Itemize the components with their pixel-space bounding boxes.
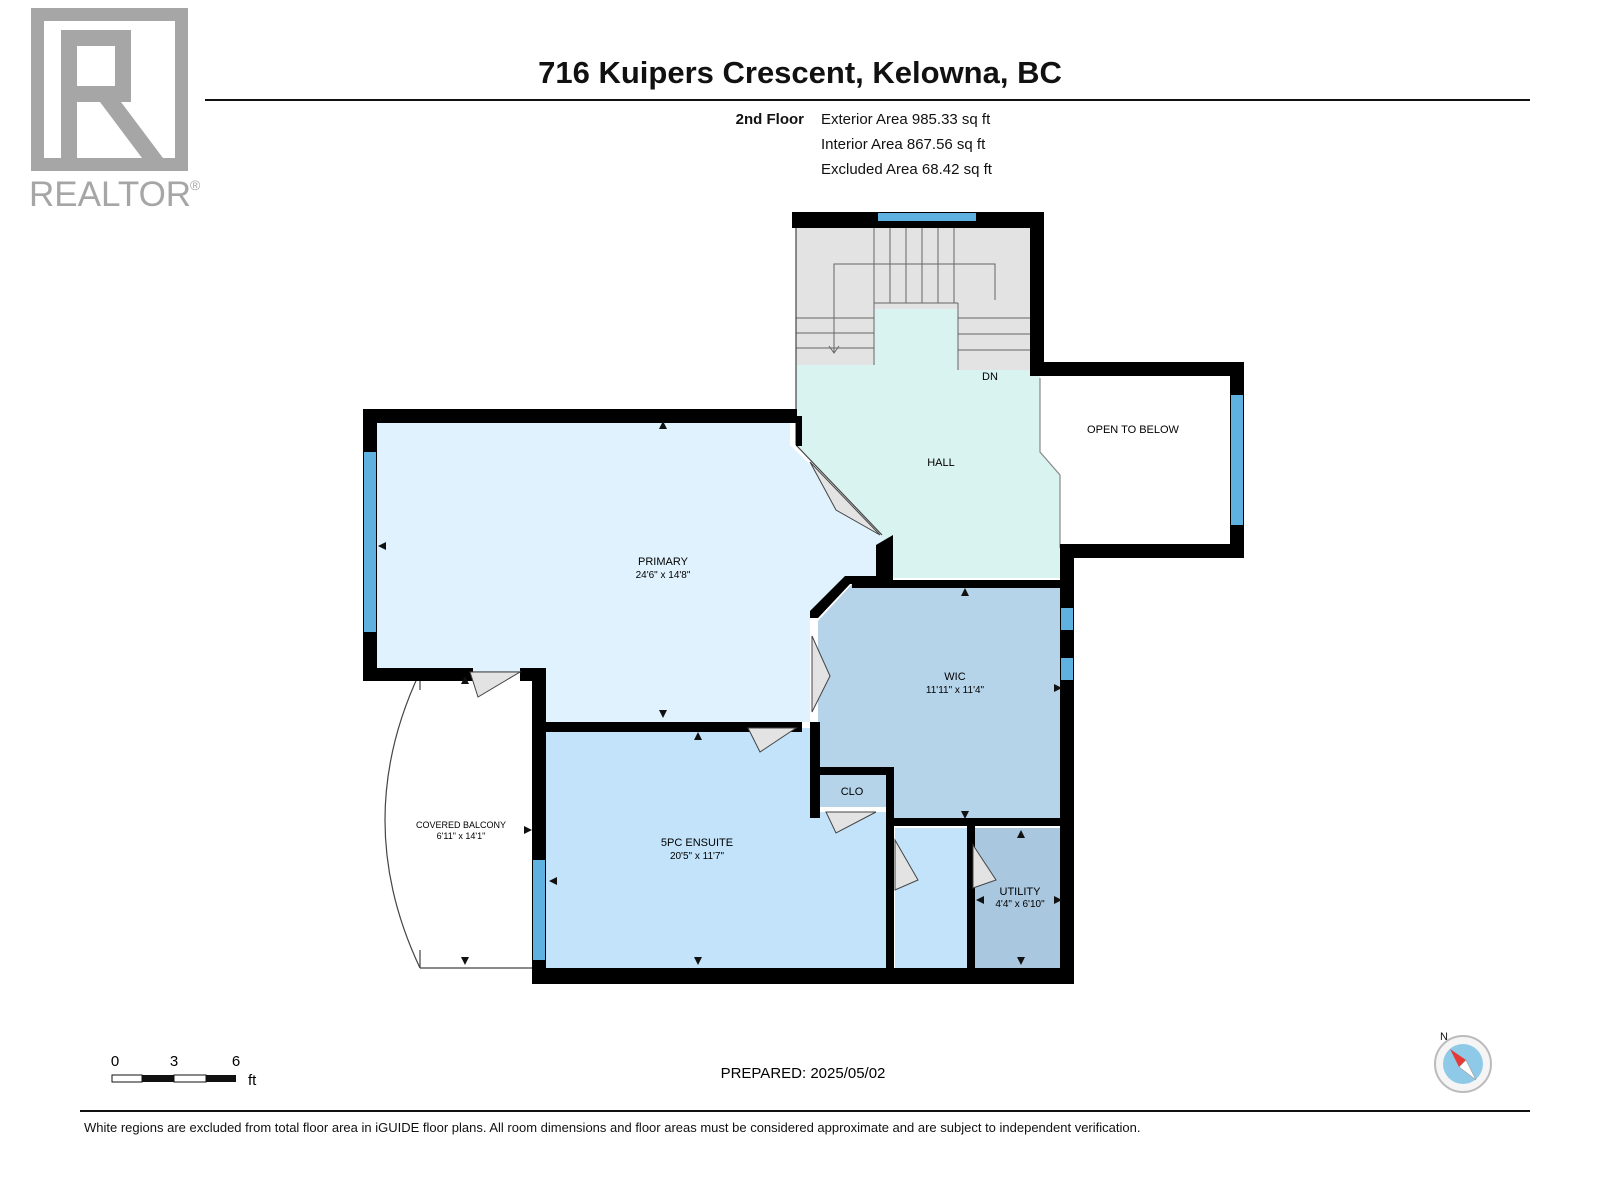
floor-plan: PRIMARY 24'6" x 14'8" HALL DN OPEN TO BE… [363,212,1244,984]
clo-room-name: CLO [841,786,864,798]
bath-passage [895,828,967,968]
primary-room [372,418,882,722]
wic-room-name: WIC [944,671,965,683]
doors [469,461,997,891]
interior-lines [795,228,883,536]
ensuite-door [747,727,798,753]
open-to-below-area [1039,378,1061,548]
wic-room-dims: 11'11" x 11'4" [926,685,985,696]
realtor-logo: REALTOR ® [29,8,201,214]
open-below-window [1231,395,1243,525]
realtor-registered-mark: ® [190,177,201,193]
balcony-door [469,671,522,698]
compass-icon: N [1434,1031,1492,1093]
primary-door [809,461,881,536]
primary-window [364,452,376,632]
wic-door [811,635,831,713]
passage-door [894,838,919,891]
clo-door [825,811,877,834]
staircase [796,228,1030,370]
wic-window-upper [1061,608,1073,630]
hall-room-name: HALL [927,457,955,469]
realtor-r-icon [31,8,188,171]
open-to-below-label: OPEN TO BELOW [1087,424,1180,436]
scale-bar: 0 3 6 ft [111,1053,257,1089]
utility-room [973,828,1066,968]
utility-room-dims: 4'4" x 6'10" [995,899,1045,910]
primary-room-dims: 24'6" x 14'8" [636,570,691,581]
utility-door [972,843,997,889]
realtor-wordmark: REALTOR [29,175,191,214]
ensuite-room-dims: 20'5" x 11'7" [670,851,725,862]
wic-room [818,584,1066,823]
interior-area: Interior Area 867.56 sq ft [821,136,986,153]
balcony-name: COVERED BALCONY [416,820,506,830]
scale-tick-6: 6 [232,1053,240,1070]
primary-room-name: PRIMARY [638,556,689,568]
scale-unit: ft [248,1072,257,1089]
excluded-area: Excluded Area 68.42 sq ft [821,161,993,178]
wic-window-lower [1061,658,1073,680]
prepared-date: PREPARED: 2025/05/02 [721,1065,886,1082]
exterior-area: Exterior Area 985.33 sq ft [821,111,991,128]
windows [364,213,1243,960]
scale-tick-0: 0 [111,1053,119,1070]
balcony-dims: 6'11" x 14'1" [437,831,486,841]
ensuite-room [546,728,889,968]
stairs-down-label: DN [982,371,998,383]
scale-tick-3: 3 [170,1053,178,1070]
disclaimer-text: White regions are excluded from total fl… [84,1120,1140,1135]
clo-room [818,775,886,807]
hall-room [796,303,1060,578]
ensuite-window [533,860,545,960]
floor-label: 2nd Floor [736,111,804,128]
ensuite-room-name: 5PC ENSUITE [661,837,733,849]
dimension-markers [378,421,1062,965]
stair-window [878,213,976,221]
page-title: 716 Kuipers Crescent, Kelowna, BC [538,55,1062,90]
utility-room-name: UTILITY [1000,886,1042,898]
compass-north-label: N [1440,1031,1448,1043]
